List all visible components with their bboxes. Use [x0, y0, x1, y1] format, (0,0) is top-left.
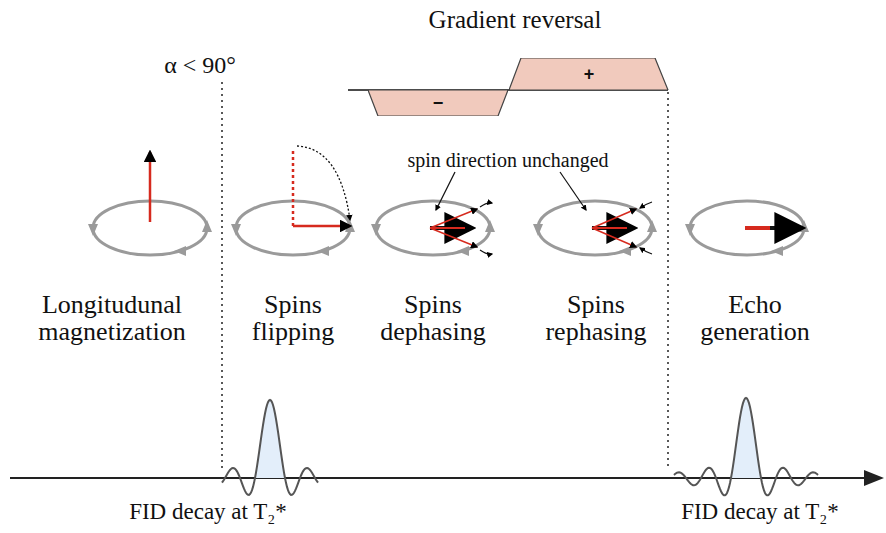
leader-line: [560, 172, 586, 210]
stage-label: Longitudunal magnetization: [38, 291, 185, 346]
signal-label: FID decay at T₂*: [681, 500, 839, 524]
rotation-head: [202, 220, 212, 232]
signal-trace: [674, 398, 818, 495]
rotation-head: [485, 220, 495, 232]
spin-vectors: [150, 146, 800, 254]
gradient-lobe: +: [509, 58, 669, 90]
spin-circles: [88, 201, 809, 256]
precession-circle: [236, 201, 350, 255]
precession-circle: [690, 201, 804, 255]
lobe-sign: −: [368, 93, 508, 114]
stage-label: Echo generation: [700, 291, 810, 346]
rotation-head: [231, 224, 241, 236]
leader-line: [436, 172, 455, 210]
rotation-head: [317, 246, 329, 256]
stage-label: Spins flipping: [252, 291, 334, 346]
rotation-head: [88, 224, 98, 236]
rotation-head: [619, 246, 631, 256]
rotation-head: [799, 220, 809, 232]
rotation-head: [771, 246, 783, 256]
precession-circle: [376, 201, 490, 255]
signal-trace: [222, 400, 318, 495]
signal-traces: [222, 398, 818, 495]
stage-label: Spins dephasing: [380, 291, 485, 346]
signal-label: FID decay at T₂*: [129, 500, 287, 524]
precession-circle: [538, 201, 652, 255]
signal-fill: [731, 398, 761, 478]
rotation-head: [174, 246, 186, 256]
stage-label: Spins rephasing: [545, 291, 646, 346]
timing-line: [667, 92, 669, 470]
gradient-lobe: −: [368, 90, 508, 116]
timing-line: [221, 82, 223, 470]
signal-fill: [255, 400, 285, 478]
diagram-title: Gradient reversal: [429, 7, 602, 33]
rotation-head: [457, 246, 469, 256]
annotation: spin direction unchanged: [404, 150, 611, 171]
rotation-head: [371, 224, 381, 236]
rotation-head: [685, 224, 695, 236]
flip-angle: α < 90°: [164, 53, 236, 78]
rotation-head: [647, 220, 657, 232]
lobe-sign: +: [509, 64, 669, 85]
rotation-head: [533, 224, 543, 236]
